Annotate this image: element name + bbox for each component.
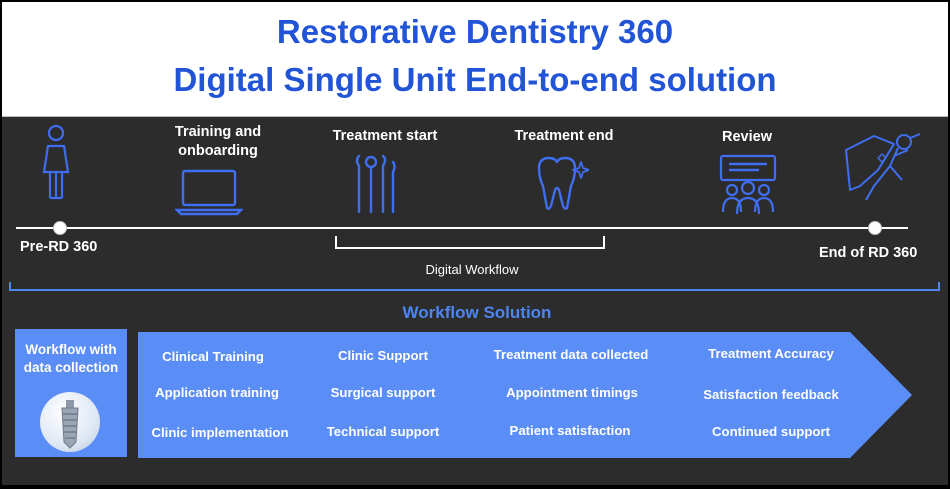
cell-satisfaction-feedback: Satisfaction feedback [703, 387, 839, 402]
cell-patient-satisfaction: Patient satisfaction [509, 423, 631, 438]
cell-application-training: Application training [155, 385, 279, 400]
cell-clinical-training: Clinical Training [162, 349, 264, 364]
timeline-line [16, 227, 908, 229]
timeline-start-label: Pre-RD 360 [20, 239, 98, 255]
workflow-solution-label: Workflow Solution [402, 303, 552, 322]
tooth-icon [533, 154, 589, 212]
person-icon [38, 124, 74, 202]
stage-label-treatment-start: Treatment start [332, 128, 438, 144]
laptop-icon [175, 168, 243, 216]
audience-review-icon [719, 154, 777, 216]
cell-surgical-support: Surgical support [330, 385, 436, 400]
cell-appointment-timings: Appointment timings [506, 385, 638, 400]
data-collection-title: Workflow with data collection [23, 342, 119, 375]
data-collection-box: Workflow with data collection [15, 329, 127, 457]
cell-technical-support: Technical support [326, 424, 440, 439]
title-line-2: Digital Single Unit End-to-end solution [173, 61, 777, 98]
dental-implant-icon [40, 392, 100, 452]
superhero-icon [844, 130, 924, 202]
stage-label-treatment-end: Treatment end [514, 128, 614, 144]
title-line-1: Restorative Dentistry 360 [276, 13, 674, 50]
cell-clinic-support: Clinic Support [337, 348, 429, 363]
header: Restorative Dentistry 360 Digital Single… [2, 2, 948, 117]
timeline-end-dot [868, 221, 882, 235]
cell-clinic-implementation: Clinic implementation [151, 425, 289, 440]
digital-workflow-label: Digital Workflow [425, 262, 519, 277]
cell-continued-support: Continued support [712, 424, 830, 439]
digital-workflow-bracket [335, 236, 605, 249]
timeline-end-label: End of RD 360 [819, 245, 918, 261]
stage-label-review: Review [722, 129, 772, 145]
solution-arrow-shape [138, 332, 912, 458]
workflow-solution-bracket [9, 282, 940, 291]
stage-label-training: Training and onboarding [174, 124, 262, 159]
dental-tools-icon [353, 154, 397, 216]
cell-treatment-data-collected: Treatment data collected [493, 347, 649, 362]
solution-arrow-panel: Clinical Training Application training C… [138, 332, 913, 463]
cell-treatment-accuracy: Treatment Accuracy [708, 346, 834, 361]
timeline-start-dot [53, 221, 67, 235]
